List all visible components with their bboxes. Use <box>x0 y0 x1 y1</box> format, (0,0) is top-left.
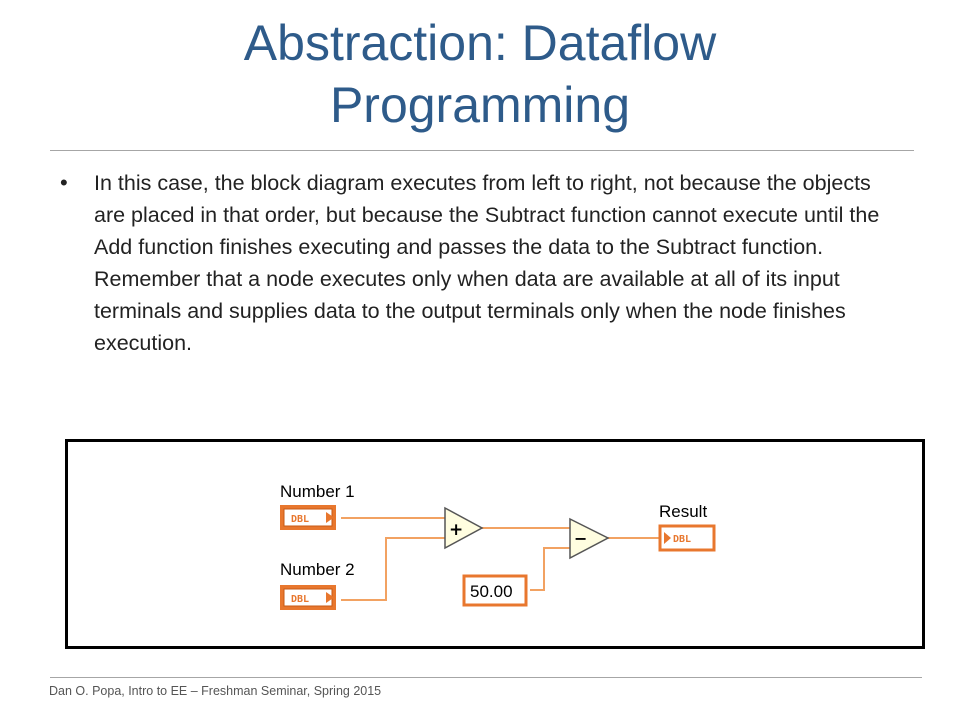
constant-value: 50.00 <box>470 582 513 601</box>
wires <box>341 517 662 601</box>
number2-control[interactable]: DBL <box>280 585 336 610</box>
wire-number2-to-add <box>341 537 445 601</box>
bullet-text: In this case, the block diagram executes… <box>94 171 880 355</box>
wire-constant-to-subtract <box>530 547 570 591</box>
number1-type-label: DBL <box>291 514 309 525</box>
result-terminal-arrow <box>664 532 671 544</box>
title-divider <box>50 150 914 151</box>
subtract-function[interactable]: − <box>569 517 610 560</box>
number2-label: Number 2 <box>280 560 355 579</box>
add-symbol: + <box>449 520 463 540</box>
result-type-label: DBL <box>673 534 691 545</box>
result-label: Result <box>659 502 707 521</box>
block-diagram: Number 1 DBL Number 2 DBL + − 50.00 Resu… <box>65 439 925 649</box>
number1-label: Number 1 <box>280 482 355 501</box>
footer-divider <box>50 677 922 678</box>
block-diagram-canvas: Number 1 DBL Number 2 DBL + − 50.00 Resu… <box>280 482 716 610</box>
result-indicator[interactable]: DBL <box>658 524 716 552</box>
number2-type-label: DBL <box>291 594 309 605</box>
number2-terminal-arrow <box>326 592 334 603</box>
add-function[interactable]: + <box>444 506 484 550</box>
number1-terminal-arrow <box>326 512 334 523</box>
footer-text: Dan O. Popa, Intro to EE – Freshman Semi… <box>49 684 382 698</box>
slide-title: Abstraction: Dataflow Programming <box>80 12 880 136</box>
bullet-icon: • <box>60 170 68 195</box>
title-line-1: Abstraction: Dataflow <box>243 15 717 71</box>
numeric-constant[interactable]: 50.00 <box>462 574 528 607</box>
number1-control[interactable]: DBL <box>280 505 336 530</box>
subtract-symbol: − <box>574 529 587 548</box>
title-line-2: Programming <box>329 77 631 133</box>
